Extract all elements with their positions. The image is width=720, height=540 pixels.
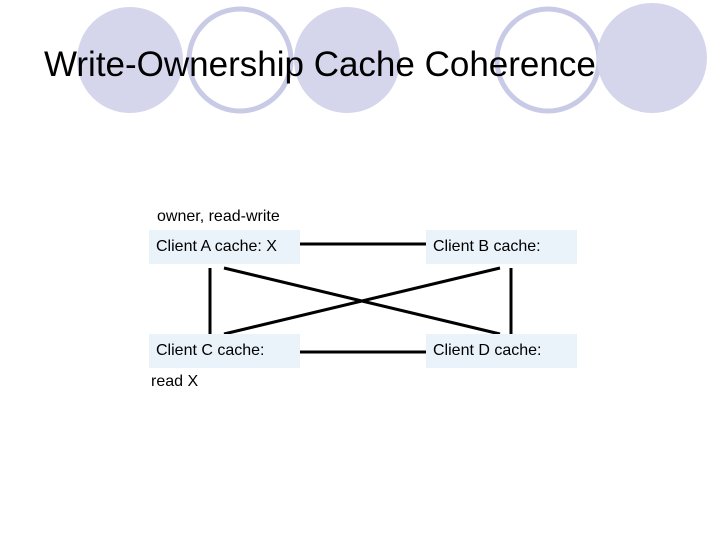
- client-a-cache: Client A cache: X: [149, 230, 300, 264]
- ring-filled-2: [294, 7, 400, 113]
- owner-annotation: owner, read-write: [157, 208, 280, 225]
- reader-annotation: read X: [151, 373, 199, 390]
- ring-outline-1: [186, 6, 294, 114]
- client-b-cache: Client B cache:: [426, 230, 577, 264]
- client-d-cache: Client D cache:: [426, 334, 577, 368]
- client-c-cache: Client C cache:: [149, 334, 300, 368]
- ring-filled-1: [77, 7, 183, 113]
- link-b-c: [223, 266, 501, 336]
- decorative-rings: [77, 3, 707, 114]
- page-title: Write-Ownership Cache Coherence: [44, 45, 596, 84]
- ring-filled-3: [597, 3, 707, 113]
